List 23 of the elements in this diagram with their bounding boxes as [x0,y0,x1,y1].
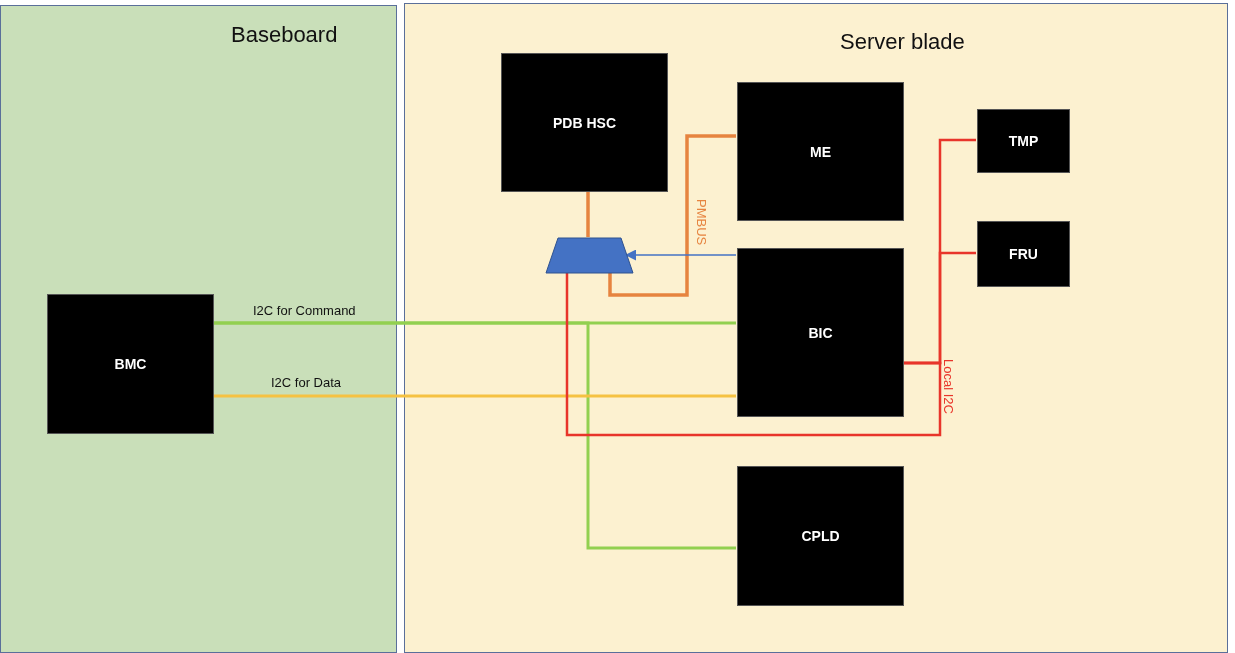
panel-title: Baseboard [231,22,338,48]
connector-line [903,251,976,365]
edge-label: I2C for Command [252,303,357,318]
me-block: ME [737,82,904,221]
bic-block: BIC [737,248,904,417]
panel-title: Server blade [840,29,965,55]
bmc-block: BMC [47,294,214,434]
server-blade-panel [404,3,1228,653]
edge-label: PMBUS [694,198,709,247]
hsc-block: PDB HSC [501,53,668,192]
connector-line [213,321,736,550]
connector-line [586,191,590,237]
multiplexer-symbol [546,238,633,273]
edge-label: I2C for Data [270,375,343,390]
tmp-block: TMP [977,109,1070,173]
arrow [625,249,737,261]
connector-line [608,134,736,297]
baseboard-panel [0,5,397,653]
edge-label: Local I2C [941,358,956,415]
fru-block: FRU [977,221,1070,287]
cpld-block: CPLD [737,466,904,606]
connector-line [565,272,942,437]
connector-line [213,394,736,398]
